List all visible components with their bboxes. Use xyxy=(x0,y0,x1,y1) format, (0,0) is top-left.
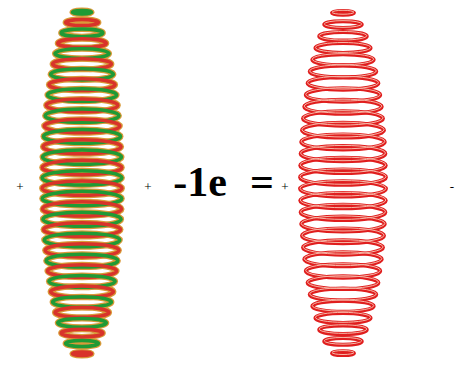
ring xyxy=(72,10,91,13)
ring xyxy=(332,351,354,355)
ring-highlight xyxy=(302,122,384,137)
ring xyxy=(315,43,370,53)
ring-highlight xyxy=(319,31,367,40)
ring-highlight xyxy=(300,157,386,172)
ring-outline xyxy=(72,10,91,13)
ring xyxy=(319,325,367,334)
ring-highlight xyxy=(301,145,386,160)
ring-highlight xyxy=(308,276,379,289)
equals-sign: = xyxy=(250,161,274,203)
ring-outline xyxy=(61,29,103,37)
ring-outline xyxy=(53,297,112,308)
ring xyxy=(324,21,361,28)
ring-highlight xyxy=(301,216,385,231)
ring-highlight xyxy=(319,325,367,334)
ring-highlight xyxy=(300,181,386,196)
ring-highlight xyxy=(310,288,377,300)
ring-highlight xyxy=(324,21,361,28)
ring xyxy=(72,352,91,355)
ring xyxy=(319,32,367,41)
ring xyxy=(58,318,107,327)
ring xyxy=(310,288,377,300)
ring-highlight xyxy=(315,42,370,52)
ring-outline xyxy=(66,341,99,347)
red-spheroid xyxy=(300,10,386,355)
ring-highlight xyxy=(306,264,380,277)
ring-outline xyxy=(66,20,99,26)
ring-outline xyxy=(58,39,107,48)
ring xyxy=(332,11,354,15)
ring-outline xyxy=(61,329,103,337)
ring xyxy=(66,20,99,26)
ring xyxy=(324,338,361,345)
ring xyxy=(53,297,112,308)
ring-highlight xyxy=(303,111,383,125)
green-red-spheroid xyxy=(42,10,122,355)
ring-highlight xyxy=(312,54,373,65)
ring-highlight xyxy=(312,300,373,311)
ring-highlight xyxy=(332,10,354,14)
charge-term: -1e xyxy=(173,161,227,203)
plus-sign: + xyxy=(16,180,23,193)
ring-highlight xyxy=(315,312,370,322)
plus-sign: + xyxy=(144,180,151,193)
ring xyxy=(55,308,109,318)
ring xyxy=(61,329,103,337)
ring-highlight xyxy=(301,204,386,219)
ring xyxy=(61,29,103,37)
plus-sign: + xyxy=(281,180,288,193)
ring-highlight xyxy=(308,76,379,89)
ring-highlight xyxy=(300,192,386,207)
ring-highlight xyxy=(324,337,361,344)
ring-highlight xyxy=(332,351,354,355)
ring-outline xyxy=(58,318,107,327)
ring-highlight xyxy=(302,228,384,243)
ring-outline xyxy=(55,308,109,318)
ring xyxy=(66,341,99,347)
ring-highlight xyxy=(300,169,386,184)
ring-outline xyxy=(72,352,91,355)
ring-highlight xyxy=(301,134,385,149)
ring-highlight xyxy=(310,65,377,77)
ring xyxy=(58,39,107,48)
ring xyxy=(315,313,370,323)
minus-sign: - xyxy=(450,180,454,193)
ring xyxy=(312,301,373,312)
